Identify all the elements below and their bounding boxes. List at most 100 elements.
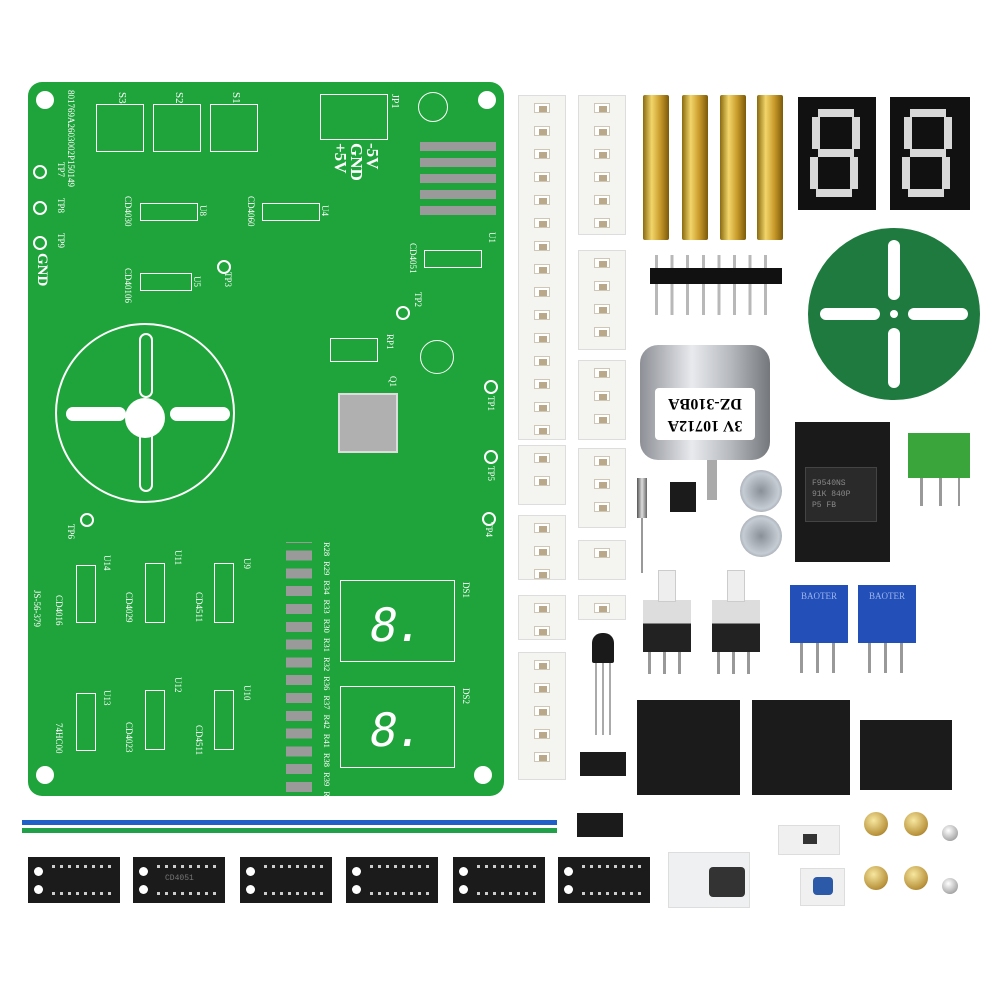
smd-resistor — [594, 414, 610, 424]
label-u14: U14 — [102, 555, 112, 571]
smd-resistor — [534, 683, 550, 693]
smd-resistor — [594, 327, 610, 337]
test-point-tp5 — [484, 450, 498, 464]
switch-footprint-s3 — [96, 104, 144, 152]
label-resistor: R36 — [322, 676, 332, 691]
rp1-footprint — [330, 338, 378, 362]
label-u11: U11 — [173, 550, 183, 566]
smd-tape-strip — [578, 540, 626, 580]
smd-resistor — [534, 569, 550, 579]
smd-resistor — [594, 548, 610, 558]
smd-resistor — [534, 752, 550, 762]
smd-resistor — [594, 368, 610, 378]
label-u12: U12 — [173, 677, 183, 693]
ic-footprint-u1 — [424, 250, 482, 268]
to92-transistor — [592, 633, 614, 663]
label-cd4511: CD4511 — [194, 592, 204, 623]
coin-buzzer — [740, 470, 782, 512]
resistor-column — [286, 542, 312, 792]
smd-component-tape — [577, 813, 623, 837]
crystal-lead — [641, 518, 643, 573]
label-u8: U8 — [198, 205, 208, 216]
push-switch-button — [658, 570, 676, 602]
smd-resistor — [534, 706, 550, 716]
label-tp9: TP9 — [56, 233, 66, 249]
label-resistor: R39 — [322, 772, 332, 787]
label-tp7: TP7 — [56, 162, 66, 178]
smd-resistor — [534, 287, 550, 297]
switch-footprint-s2 — [153, 104, 201, 152]
motor-label-line2: DZ-310BA — [668, 395, 742, 412]
tact-switch-film — [778, 825, 840, 855]
smd-resistor — [534, 425, 550, 435]
trimpot-brand: BAOTER — [801, 591, 837, 601]
smd-resistor — [534, 126, 550, 136]
trimpot-pins — [868, 643, 906, 673]
chip-marking: CD4051 — [165, 874, 194, 883]
seven-segment-display — [890, 97, 970, 210]
test-point-tp4 — [482, 512, 496, 526]
green-wire — [22, 828, 557, 833]
smd-resistor — [534, 149, 550, 159]
label-ds2: DS2 — [461, 688, 471, 705]
disc-outline — [55, 323, 235, 503]
smd-resistor — [534, 546, 550, 556]
label-js-56-379: JS-56-379 — [32, 590, 42, 628]
brass-standoff — [682, 95, 708, 240]
label-cd4030: CD4030 — [123, 196, 133, 227]
small-film — [800, 868, 845, 906]
smd-resistor — [534, 264, 550, 274]
label-tp6: TP6 — [66, 524, 76, 540]
smd-resistor — [594, 479, 610, 489]
power-connector-footprint — [320, 94, 388, 140]
label-cd4029: CD4029 — [124, 592, 134, 623]
label-resistor: R28 — [322, 542, 332, 557]
label-u4: U4 — [320, 205, 330, 216]
label-tp4: TP4 — [484, 522, 494, 538]
smd-resistor — [594, 258, 610, 268]
blue-wire — [22, 820, 557, 825]
mosfet-marking-3: P5 FB — [812, 501, 837, 510]
brass-standoff — [757, 95, 783, 240]
smd-resistor — [534, 195, 550, 205]
label-u10: U10 — [242, 685, 252, 701]
mounting-hole — [474, 766, 492, 784]
screw — [942, 878, 958, 894]
slot-right — [170, 407, 230, 421]
smd-resistor — [534, 310, 550, 320]
center-hole — [125, 398, 165, 438]
smd-resistor — [534, 453, 550, 463]
slot-bottom — [139, 430, 153, 492]
ic-footprint-u14 — [76, 565, 96, 623]
label-s1: S1 — [230, 92, 242, 104]
label-resistor: R31 — [322, 637, 332, 653]
ic-footprint-u12 — [145, 690, 165, 750]
resistor-array-r1-r10 — [420, 135, 496, 215]
smd-resistor — [534, 523, 550, 533]
label-s2: S2 — [173, 92, 185, 104]
label-tp3: TP3 — [223, 272, 233, 288]
test-point-tp9 — [33, 236, 47, 250]
regulator-pad — [338, 393, 398, 453]
label-resistor: R37 — [322, 695, 332, 710]
smd-resistor — [534, 333, 550, 343]
label-cd4023: CD4023 — [124, 722, 134, 753]
label-cd4016: CD4016 — [54, 595, 64, 626]
smd-resistor — [534, 729, 550, 739]
slot-left — [66, 407, 126, 421]
smd-tape-strip — [518, 445, 566, 505]
label-q1: Q1 — [388, 376, 398, 387]
ic-footprint-u8 — [140, 203, 198, 221]
soic16-chip-tape — [28, 857, 120, 903]
motor-shaft — [707, 460, 717, 500]
label-gnd: GND — [34, 253, 50, 287]
label-tp8: TP8 — [56, 198, 66, 214]
push-switch-pins — [648, 652, 684, 674]
mosfet-marking-2: 91K 840P — [812, 490, 851, 499]
ic-tape — [637, 700, 740, 795]
smd-resistor — [534, 603, 550, 613]
ic-footprint-u4 — [262, 203, 320, 221]
segment-outline-ds2: 8. — [365, 703, 427, 757]
smd-resistor — [534, 172, 550, 182]
label-resistor: R42 — [322, 714, 332, 729]
